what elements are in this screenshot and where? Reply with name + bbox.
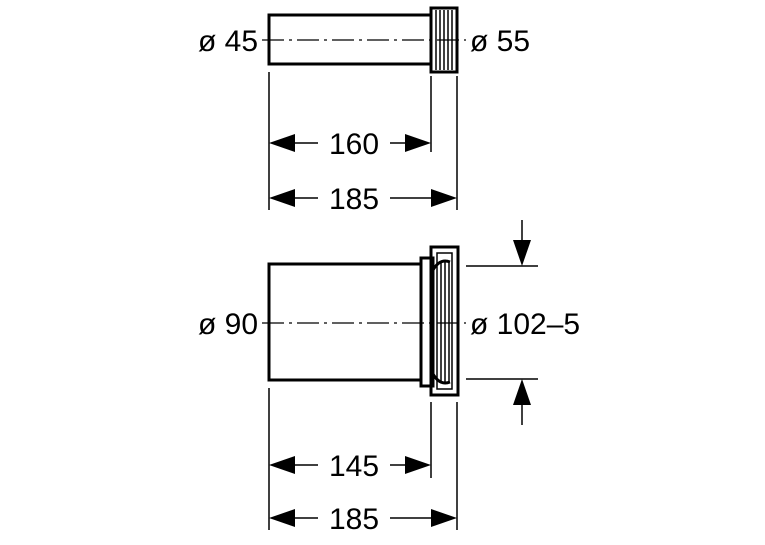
arrow-down-icon xyxy=(513,240,531,266)
bottom-pipe-part: 145 185 ø 90 ø 102–5 xyxy=(198,220,580,536)
arrow-right-icon xyxy=(431,189,457,207)
arrow-right-icon xyxy=(405,456,431,474)
bottom-length-total-label: 185 xyxy=(329,503,379,536)
arrow-left-icon xyxy=(269,189,295,207)
top-pipe-part: 160 185 ø 45 ø 55 xyxy=(198,6,530,216)
bottom-pipe-body xyxy=(267,262,423,382)
bottom-seal-ribs xyxy=(440,262,450,382)
top-outer-diameter-label: ø 55 xyxy=(470,25,530,58)
bottom-length-short-label: 145 xyxy=(329,450,379,483)
top-length-total-label: 185 xyxy=(329,183,379,216)
arrow-left-icon xyxy=(269,509,295,527)
bottom-seal-hook-bottom xyxy=(431,373,451,385)
top-dim-185: 185 xyxy=(269,183,457,216)
arrow-left-icon xyxy=(269,456,295,474)
top-length-short-label: 160 xyxy=(329,128,379,161)
arrow-right-icon xyxy=(405,134,431,152)
bottom-inner-diameter-label: ø 90 xyxy=(198,308,258,341)
bottom-seal-hook-top xyxy=(431,259,451,271)
arrow-right-icon xyxy=(431,509,457,527)
arrow-left-icon xyxy=(269,134,295,152)
bottom-dim-185: 185 xyxy=(269,503,457,536)
bottom-collar-lip xyxy=(419,256,435,388)
top-inner-diameter-label: ø 45 xyxy=(198,25,258,58)
bottom-dim-145: 145 xyxy=(269,450,431,483)
bottom-outer-diameter-label: ø 102–5 xyxy=(470,308,580,341)
bottom-seal-collar xyxy=(429,245,460,397)
bottom-seal-inner xyxy=(436,252,453,390)
arrow-up-icon xyxy=(513,379,531,405)
top-dim-160: 160 xyxy=(269,128,431,161)
